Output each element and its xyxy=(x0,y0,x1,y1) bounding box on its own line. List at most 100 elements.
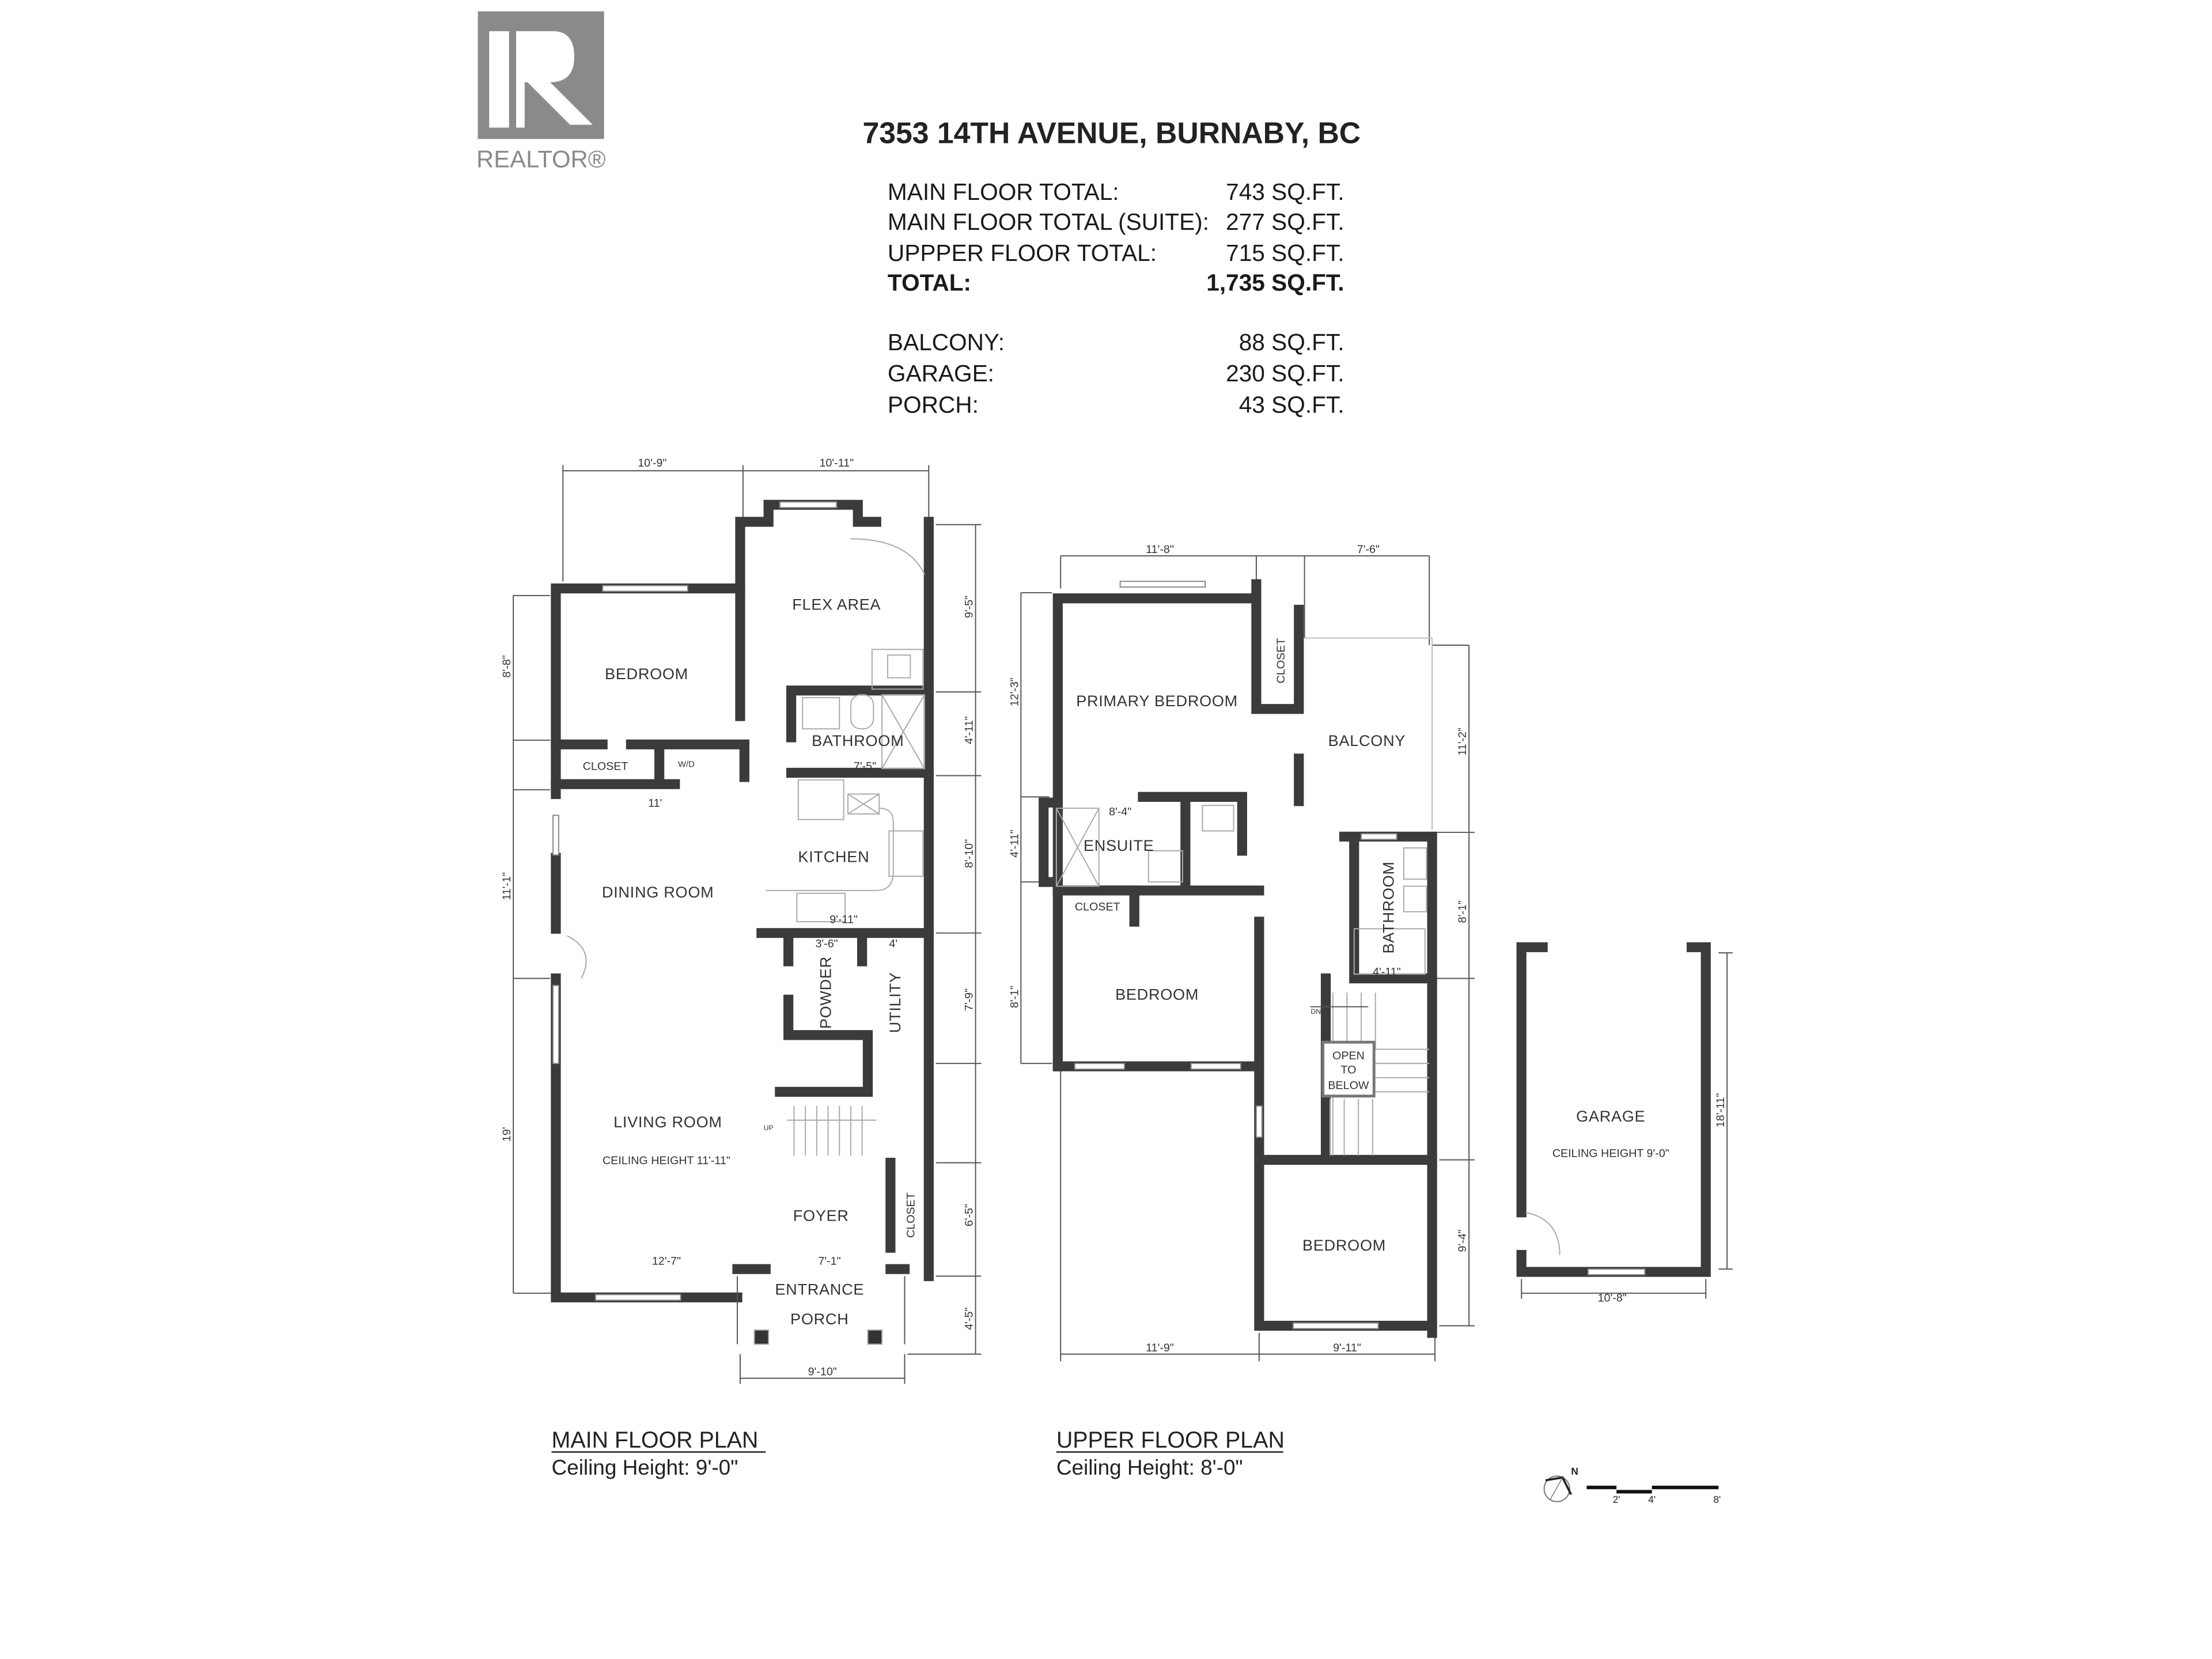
area-value: 230 SQ.FT. xyxy=(1226,360,1344,387)
dimension-label: 11'-2" xyxy=(1456,728,1469,756)
area-label: MAIN FLOOR TOTAL: xyxy=(888,179,1119,205)
dimension-label: 9'-5" xyxy=(963,596,976,618)
area-label: PORCH: xyxy=(888,391,979,418)
dimension-label: 11' xyxy=(648,797,662,810)
open-to-below-label: TO xyxy=(1340,1063,1356,1076)
dimension-label: 4' xyxy=(889,937,897,950)
main-floor-plan: FLEX AREA BEDROOM BATHROOM CLOSET W/D KI… xyxy=(501,457,982,1479)
dimension-label: 7'-1" xyxy=(818,1255,840,1268)
area-value: 277 SQ.FT. xyxy=(1226,209,1344,235)
dimension-label: 7'-5" xyxy=(854,760,876,773)
area-value: 43 SQ.FT. xyxy=(1239,391,1344,418)
windows xyxy=(552,501,838,1301)
room-label-bedroom: BEDROOM xyxy=(1302,1236,1386,1254)
room-label-bathroom: BATHROOM xyxy=(1380,861,1397,953)
room-label-balcony: BALCONY xyxy=(1328,732,1406,749)
area-value: 88 SQ.FT. xyxy=(1239,329,1344,355)
room-label-dining-room: DINING ROOM xyxy=(602,883,714,901)
garage-ceiling-height: CEILING HEIGHT 9'-0" xyxy=(1552,1147,1669,1160)
room-label-closet: CLOSET xyxy=(1275,638,1287,684)
open-to-below-label: OPEN xyxy=(1332,1050,1365,1062)
dimension-label: 4'-5" xyxy=(963,1308,976,1330)
open-to-below-label: BELOW xyxy=(1328,1079,1369,1092)
dimension-label: 8'-8" xyxy=(501,655,513,677)
room-label-foyer: FOYER xyxy=(793,1206,849,1224)
room-label-bedroom: BEDROOM xyxy=(605,665,688,683)
dimension-label: 8'-1" xyxy=(1008,986,1021,1008)
dimension-label: 4'-11" xyxy=(963,716,976,744)
dimension-label: 11'-9" xyxy=(1146,1342,1174,1354)
scale-tick-label: 8' xyxy=(1713,1494,1721,1505)
north-arrow-icon: N xyxy=(1543,1465,1578,1502)
dimension-label: 10'-8" xyxy=(1598,1292,1627,1305)
room-label-entrance: ENTRANCE xyxy=(775,1280,864,1298)
area-label: GARAGE: xyxy=(888,360,994,387)
windows xyxy=(1074,581,1397,1330)
garage-plan: GARAGE CEILING HEIGHT 9'-0" 18'-11" 10'-… xyxy=(1516,942,1733,1305)
dimension-label: 4'-11" xyxy=(1373,966,1401,979)
room-label-closet: CLOSET xyxy=(583,760,628,773)
area-summary: MAIN FLOOR TOTAL: 743 SQ.FT. MAIN FLOOR … xyxy=(888,179,1344,418)
room-label-primary-bedroom: PRIMARY BEDROOM xyxy=(1076,692,1238,710)
dimension-label: 9'-10" xyxy=(808,1366,837,1378)
room-label-garage: GARAGE xyxy=(1576,1107,1645,1125)
scale-bar: 2' 4' 8' xyxy=(1586,1486,1721,1505)
area-value: 743 SQ.FT. xyxy=(1226,179,1344,205)
area-label: TOTAL: xyxy=(888,270,971,296)
scale-tick-label: 2' xyxy=(1613,1494,1620,1505)
fixtures xyxy=(567,538,925,1345)
room-label-living-room: LIVING ROOM xyxy=(613,1113,722,1131)
dimension-label: 11'-8" xyxy=(1146,543,1174,556)
room-label-ensuite: ENSUITE xyxy=(1084,836,1154,854)
upper-floor-plan: PRIMARY BEDROOM CLOSET BALCONY ENSUITE C… xyxy=(1008,543,1475,1479)
upper-floor-title: UPPER FLOOR PLAN xyxy=(1056,1427,1285,1453)
room-label-bathroom: BATHROOM xyxy=(812,732,904,749)
stairs-up-label: UP xyxy=(764,1124,774,1132)
stairs-down-label: DN xyxy=(1310,1007,1321,1016)
room-label-kitchen: KITCHEN xyxy=(798,848,869,866)
area-label: MAIN FLOOR TOTAL (SUITE): xyxy=(888,209,1209,235)
living-room-ceiling-height: CEILING HEIGHT 11'-11" xyxy=(603,1154,730,1167)
dimension-label: 12'-7" xyxy=(652,1255,681,1268)
dimension-label: 7'-6" xyxy=(1357,543,1380,556)
area-value: 1,735 SQ.FT. xyxy=(1206,270,1344,296)
fixtures xyxy=(1055,805,1430,1156)
dimension-lines xyxy=(513,465,982,1384)
area-label: BALCONY: xyxy=(888,329,1005,355)
dimension-label: 9'-4" xyxy=(1456,1229,1469,1252)
dimension-label: 4'-11" xyxy=(1008,830,1021,858)
room-label-closet: CLOSET xyxy=(905,1192,918,1238)
main-floor-title: MAIN FLOOR PLAN xyxy=(552,1427,759,1453)
room-label-bedroom: BEDROOM xyxy=(1115,985,1199,1003)
dimension-label: 8'-10" xyxy=(963,839,976,868)
dimension-label: 10'-11" xyxy=(819,457,854,469)
dimension-label: 10'-9" xyxy=(638,457,666,469)
dimension-label: 9'-11" xyxy=(830,913,858,926)
room-label-porch: PORCH xyxy=(790,1310,849,1328)
upper-floor-ceiling-height: Ceiling Height: 8'-0" xyxy=(1056,1456,1243,1479)
dimension-lines xyxy=(1020,555,1475,1362)
area-value: 715 SQ.FT. xyxy=(1226,240,1344,266)
realtor-logo: REALTOR® xyxy=(476,11,606,172)
room-label-washer-dryer: W/D xyxy=(678,760,695,770)
realtor-wordmark: REALTOR® xyxy=(476,145,606,172)
scale-tick-label: 4' xyxy=(1648,1494,1656,1505)
dimension-label: 6'-5" xyxy=(963,1204,976,1226)
dimension-label: 18'-11" xyxy=(1714,1093,1727,1128)
dimension-label: 9'-11" xyxy=(1333,1342,1361,1354)
property-address: 7353 14TH AVENUE, BURNABY, BC xyxy=(863,116,1361,150)
dimension-label: 8'-4" xyxy=(1109,805,1131,818)
dimension-label: 8'-1" xyxy=(1456,900,1469,923)
main-floor-ceiling-height: Ceiling Height: 9'-0" xyxy=(552,1456,738,1479)
dimension-label: 12'-3" xyxy=(1008,677,1021,706)
dimension-label: 19' xyxy=(501,1127,513,1142)
dimension-label: 3'-6" xyxy=(815,937,838,950)
dimension-label: 7'-9" xyxy=(963,988,976,1011)
area-label: UPPPER FLOOR TOTAL: xyxy=(888,240,1157,266)
walls xyxy=(551,499,934,1302)
north-label: N xyxy=(1571,1465,1578,1477)
dimension-label: 11'-1" xyxy=(501,872,513,900)
room-label-flex-area: FLEX AREA xyxy=(792,595,881,613)
room-label-closet: CLOSET xyxy=(1075,900,1120,913)
